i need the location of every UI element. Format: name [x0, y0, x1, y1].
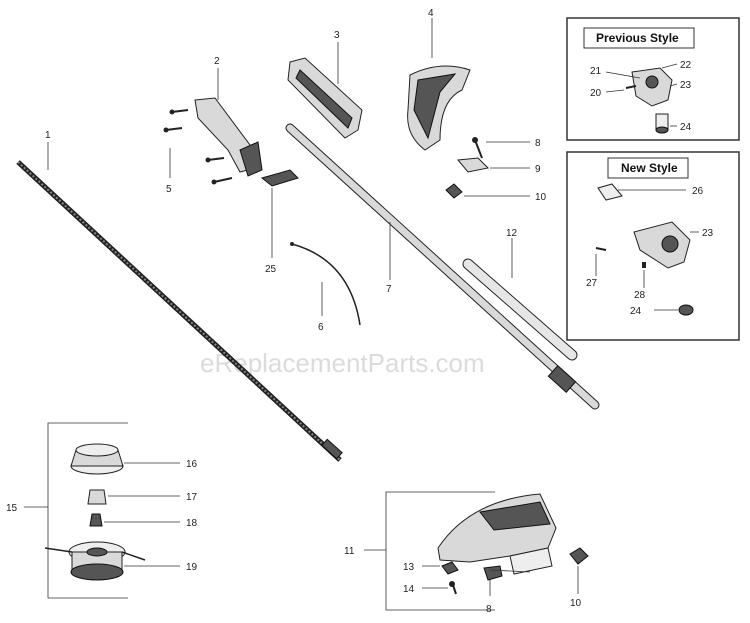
label-10: 10 [535, 192, 547, 203]
label-5: 5 [166, 184, 172, 195]
label-23-new: 23 [702, 228, 714, 239]
label-9: 9 [535, 164, 541, 175]
label-2: 2 [214, 56, 220, 67]
new-style-title: New Style [621, 161, 678, 175]
new-style-box: New Style [566, 151, 740, 341]
label-20: 20 [590, 88, 602, 99]
label-24: 24 [680, 122, 692, 133]
label-4: 4 [428, 8, 434, 19]
label-16: 16 [186, 459, 198, 470]
part-3-clamp [287, 57, 363, 139]
previous-style-title: Previous Style [596, 31, 679, 45]
part-25-lever [260, 169, 299, 187]
part-9-bracket [457, 157, 490, 173]
part-10-knob [445, 183, 463, 199]
label-8: 8 [535, 138, 541, 149]
label-7: 7 [386, 284, 392, 295]
shield-group [385, 491, 589, 611]
part-1-drive-shaft [16, 160, 343, 462]
part-2-handle [194, 97, 263, 177]
part-8-bolt [472, 137, 483, 159]
trimmer-head-group [44, 422, 146, 599]
watermark: eReplacementParts.com [200, 348, 485, 378]
label-17: 17 [186, 492, 198, 503]
label-6: 6 [318, 322, 324, 333]
label-12: 12 [506, 228, 518, 239]
label-8-shield: 8 [486, 604, 492, 615]
part-6-cable [290, 242, 361, 326]
label-24-new: 24 [630, 306, 642, 317]
part-5-screws [163, 109, 233, 185]
label-13: 13 [403, 562, 415, 573]
label-1: 1 [45, 130, 51, 141]
label-18: 18 [186, 518, 198, 529]
part-4-d-handle [407, 65, 471, 151]
label-11: 11 [344, 546, 355, 557]
label-10-shield: 10 [570, 598, 582, 609]
label-21: 21 [590, 66, 602, 77]
label-22: 22 [680, 60, 692, 71]
label-3: 3 [334, 30, 340, 41]
label-26: 26 [692, 186, 704, 197]
part-7-drive-tube [285, 123, 600, 410]
label-25: 25 [265, 264, 277, 275]
label-27: 27 [586, 278, 598, 289]
part-12-sleeve [462, 258, 578, 361]
label-23: 23 [680, 80, 692, 91]
label-19: 19 [186, 562, 198, 573]
label-15: 15 [6, 503, 18, 514]
label-14: 14 [403, 584, 415, 595]
previous-style-box: Previous Style [566, 17, 740, 141]
label-28: 28 [634, 290, 646, 301]
